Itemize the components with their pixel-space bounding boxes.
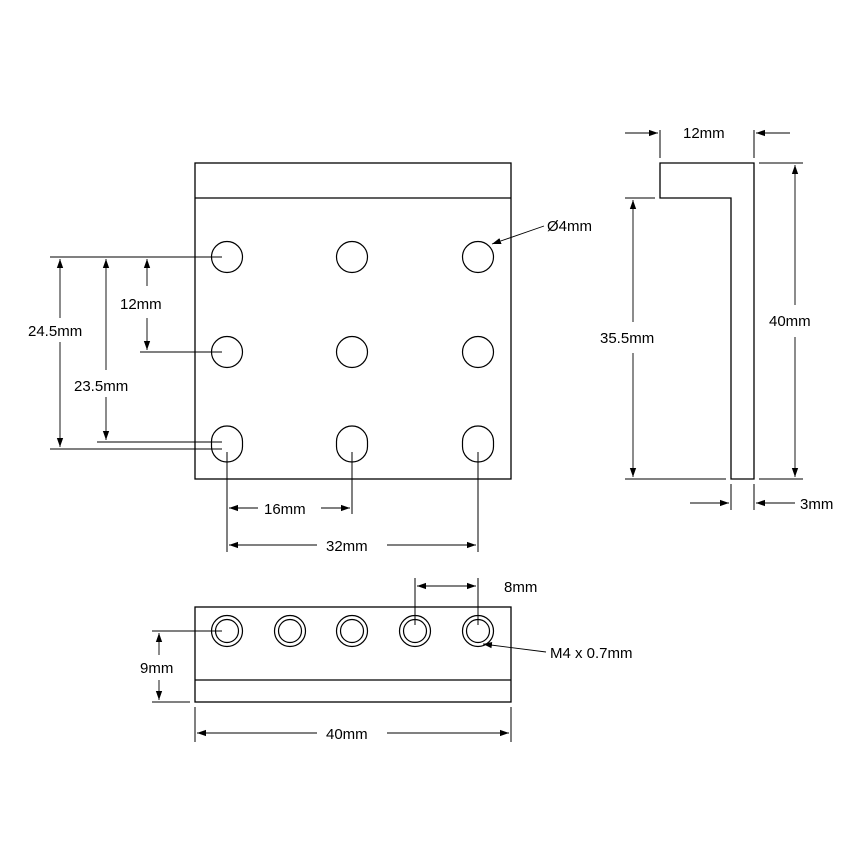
threaded-hole-inner [339, 618, 365, 644]
side-view-profile [659, 162, 755, 480]
thread-leader [482, 642, 547, 653]
dimension-label-24-5: 24.5mm [28, 323, 82, 340]
hole-diameter-leader [491, 225, 545, 245]
threaded-hole-outer [335, 614, 369, 648]
bottom-view: 8mm M4 x 0.7mm 9mm 40mm [140, 578, 633, 743]
dimension-label-12-top: 12mm [683, 125, 725, 142]
threaded-hole-inner [277, 618, 303, 644]
dimension-label-12-vertical: 12mm [120, 296, 162, 313]
side-view: 12mm 40mm 35.5mm 3mm [600, 125, 833, 513]
dimension-label-32: 32mm [326, 538, 368, 555]
bottom-view-outline [194, 606, 512, 703]
mounting-hole [461, 335, 495, 369]
dimension-label-23-5: 23.5mm [74, 378, 128, 395]
dimension-label-9: 9mm [140, 660, 173, 677]
hole-diameter-label: Ø4mm [547, 218, 592, 235]
dimension-label-40-bottom: 40mm [326, 726, 368, 743]
dimension-label-3: 3mm [800, 496, 833, 513]
dimension-label-35-5: 35.5mm [600, 330, 654, 347]
mounting-hole [335, 335, 369, 369]
mounting-hole [461, 240, 495, 274]
thread-label: M4 x 0.7mm [550, 645, 633, 662]
mounting-hole [335, 240, 369, 274]
front-view: Ø4mm 24.5mm 23.5mm 12mm 16mm 32mm [28, 162, 592, 555]
dimension-label-40-side: 40mm [769, 313, 811, 330]
front-view-outline [194, 162, 512, 480]
threaded-hole-outer [273, 614, 307, 648]
dimension-label-8: 8mm [504, 579, 537, 596]
dimension-label-16: 16mm [264, 501, 306, 518]
